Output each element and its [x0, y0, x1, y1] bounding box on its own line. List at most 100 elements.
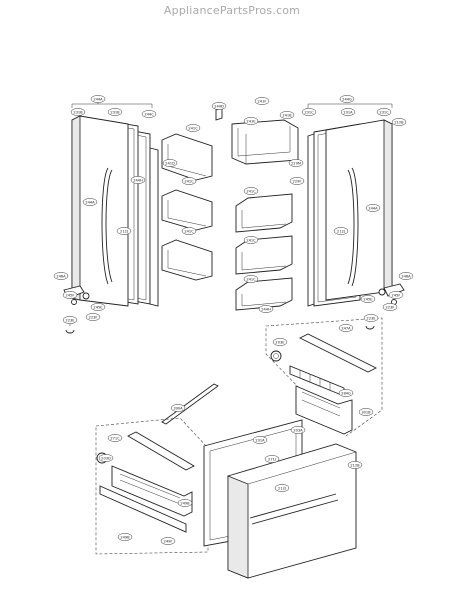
- right-door-assembly: [307, 103, 393, 307]
- callout-text: 245E: [363, 297, 373, 301]
- callout-c7: 212J: [116, 227, 132, 235]
- callout-oval: [288, 159, 304, 167]
- callout-oval: [301, 108, 317, 116]
- callout-c2: 231B: [70, 108, 86, 116]
- callout-c33: 246A: [398, 272, 414, 280]
- callout-c23: 212B: [391, 118, 407, 126]
- callout-c52: 249B: [117, 533, 133, 541]
- callout-text: 241D: [165, 161, 175, 165]
- callout-text: 271J: [268, 457, 276, 461]
- callout-c3: 231B: [107, 108, 123, 116]
- callout-c39: 247A: [338, 324, 354, 332]
- callout-oval: [62, 291, 78, 299]
- callout-c48: 271J: [264, 455, 280, 463]
- callout-oval: [243, 187, 259, 195]
- callout-oval: [177, 499, 193, 507]
- callout-oval: [358, 408, 374, 416]
- callout-text: 244H: [133, 178, 143, 182]
- callout-text: 231C: [379, 110, 389, 114]
- callout-text: 229M: [291, 161, 301, 165]
- callout-oval: [90, 303, 106, 311]
- callout-text: 284G: [341, 391, 351, 395]
- callout-c53: 249F: [160, 537, 176, 545]
- callout-text: 271C: [110, 436, 120, 440]
- callout-text: 212B: [350, 463, 360, 467]
- callout-text: 231C: [304, 110, 314, 114]
- callout-c31: 223F: [85, 313, 101, 321]
- callout-text: 249B: [180, 501, 190, 505]
- callout-oval: [85, 313, 101, 321]
- callout-oval: [243, 236, 259, 244]
- callout-text: 241C: [246, 238, 256, 242]
- callout-c24: 229M: [288, 159, 304, 167]
- callout-text: 212J: [278, 486, 286, 490]
- callout-c12: 241B: [279, 111, 295, 119]
- callout-oval: [160, 537, 176, 545]
- callout-c40: 203E: [272, 338, 288, 346]
- callout-oval: [141, 110, 157, 118]
- callout-c37: 223E: [363, 314, 379, 322]
- callout-text: 212B: [394, 120, 404, 124]
- callout-c1: 244A: [90, 95, 106, 103]
- callout-c32: 223E: [62, 316, 78, 324]
- callout-oval: [365, 204, 381, 212]
- callout-oval: [347, 461, 363, 469]
- callout-text: 245F: [392, 293, 401, 297]
- callout-oval: [338, 389, 354, 397]
- callout-c17: 241C: [243, 236, 259, 244]
- callout-c46: 271C: [107, 434, 123, 442]
- callout-c51: 249B: [177, 499, 193, 507]
- callout-c11: 241E: [243, 117, 259, 125]
- callout-text: 212J: [120, 229, 128, 233]
- callout-text: 241E: [246, 119, 256, 123]
- callout-c8: 244D: [211, 102, 227, 110]
- drawer-rail-assembly: [265, 317, 383, 437]
- callout-c29: 245F: [62, 291, 78, 299]
- callout-c14: 241C: [181, 177, 197, 185]
- lower-drawer-rail-assembly: [95, 417, 209, 555]
- callout-oval: [162, 159, 178, 167]
- callout-c5: 244H: [130, 176, 146, 184]
- callout-oval: [289, 177, 305, 185]
- callout-text: 241F: [258, 99, 267, 103]
- callout-c45: 203A: [290, 426, 306, 434]
- callout-oval: [279, 111, 295, 119]
- callout-c41: 284G: [338, 389, 354, 397]
- callout-text: 241C: [184, 229, 194, 233]
- callout-oval: [290, 426, 306, 434]
- callout-c21: 231A: [340, 108, 356, 116]
- right-hinge-parts: [365, 283, 405, 330]
- callout-text: 241C: [184, 179, 194, 183]
- callout-c50: 212J: [274, 484, 290, 492]
- callout-c19: 244G: [339, 95, 355, 103]
- callout-text: 212J: [337, 229, 345, 233]
- callout-text: 246A: [401, 274, 411, 278]
- callout-text: 390A: [173, 406, 183, 410]
- callout-c27: 212J: [333, 227, 349, 235]
- callout-oval: [185, 124, 201, 132]
- callout-oval: [107, 434, 123, 442]
- callout-text: 223E: [65, 318, 75, 322]
- callout-text: 247A: [341, 326, 351, 330]
- callout-text: 244A: [368, 206, 378, 210]
- watermark: AppliancePartsPros.com: [163, 4, 301, 17]
- callout-oval: [254, 97, 270, 105]
- door-bins: [161, 107, 299, 311]
- callout-c44: 231A: [252, 436, 268, 444]
- callout-oval: [82, 198, 98, 206]
- callout-oval: [376, 108, 392, 116]
- callout-text: 241C: [246, 189, 256, 193]
- callout-text: 231A: [343, 110, 353, 114]
- callout-text: 223F: [89, 315, 98, 319]
- callout-text: 229F: [293, 179, 302, 183]
- callout-oval: [181, 227, 197, 235]
- callout-oval: [272, 338, 288, 346]
- callout-text: 301B: [361, 410, 371, 414]
- callout-text: 231B: [73, 110, 83, 114]
- callout-text: 203A: [293, 428, 303, 432]
- callout-c26: 244A: [365, 204, 381, 212]
- callout-c36: 223F: [382, 303, 398, 311]
- callout-c35: 245E: [360, 295, 376, 303]
